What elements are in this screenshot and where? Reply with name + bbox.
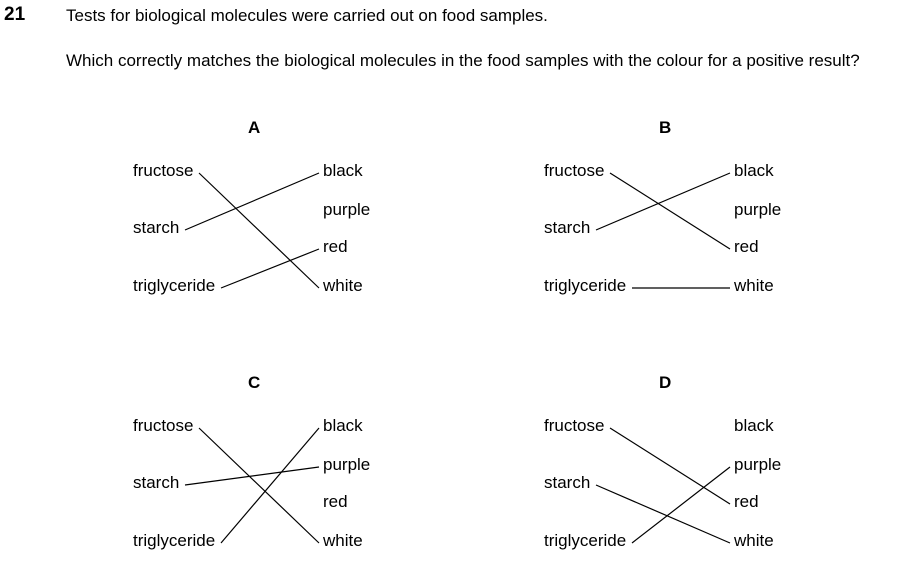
match-line-triglyceride-red (220, 248, 320, 289)
molecule-label: starch (133, 473, 180, 492)
match-line-fructose-white (198, 427, 320, 544)
option-letter: D (659, 373, 672, 392)
question-prompt: Which correctly matches the biological m… (66, 51, 860, 70)
colour-label: white (323, 531, 363, 550)
match-lines (595, 172, 731, 289)
match-line-starch-white (595, 484, 731, 544)
colour-label: purple (734, 455, 782, 474)
molecule-label: starch (544, 473, 591, 492)
molecule-label: triglyceride (133, 276, 216, 295)
question-stem: Tests for biological molecules were carr… (66, 6, 548, 25)
match-line-fructose-red (609, 172, 731, 250)
colour-label: white (734, 531, 774, 550)
option-letter: B (659, 118, 672, 137)
match-line-fructose-white (198, 172, 320, 289)
colour-label: purple (323, 455, 371, 474)
option-letter: A (248, 118, 261, 137)
colour-label: red (323, 492, 348, 511)
molecule-label: triglyceride (544, 276, 627, 295)
colour-label: black (734, 416, 774, 435)
match-lines (184, 427, 320, 544)
colour-label: red (323, 237, 348, 256)
colour-label: white (734, 276, 774, 295)
option-letter: C (248, 373, 261, 392)
match-line-triglyceride-black (220, 427, 320, 544)
colour-label: purple (323, 200, 371, 219)
molecule-label: fructose (544, 161, 605, 180)
colour-label: red (734, 492, 759, 511)
molecule-label: starch (544, 218, 591, 237)
match-line-fructose-red (609, 427, 731, 505)
colour-label: white (323, 276, 363, 295)
match-lines (595, 427, 731, 544)
colour-label: red (734, 237, 759, 256)
question-number: 21 (4, 4, 26, 25)
match-line-triglyceride-purple (631, 466, 731, 544)
molecule-label: starch (133, 218, 180, 237)
molecule-label: fructose (544, 416, 605, 435)
match-line-starch-purple (184, 466, 320, 486)
colour-label: black (734, 161, 774, 180)
molecule-label: triglyceride (133, 531, 216, 550)
colour-label: purple (734, 200, 782, 219)
colour-label: black (323, 161, 363, 180)
molecule-label: fructose (133, 416, 194, 435)
match-line-starch-black (184, 172, 320, 231)
match-line-starch-black (595, 172, 731, 231)
molecule-label: fructose (133, 161, 194, 180)
molecule-label: triglyceride (544, 531, 627, 550)
match-lines (184, 172, 320, 289)
colour-label: black (323, 416, 363, 435)
